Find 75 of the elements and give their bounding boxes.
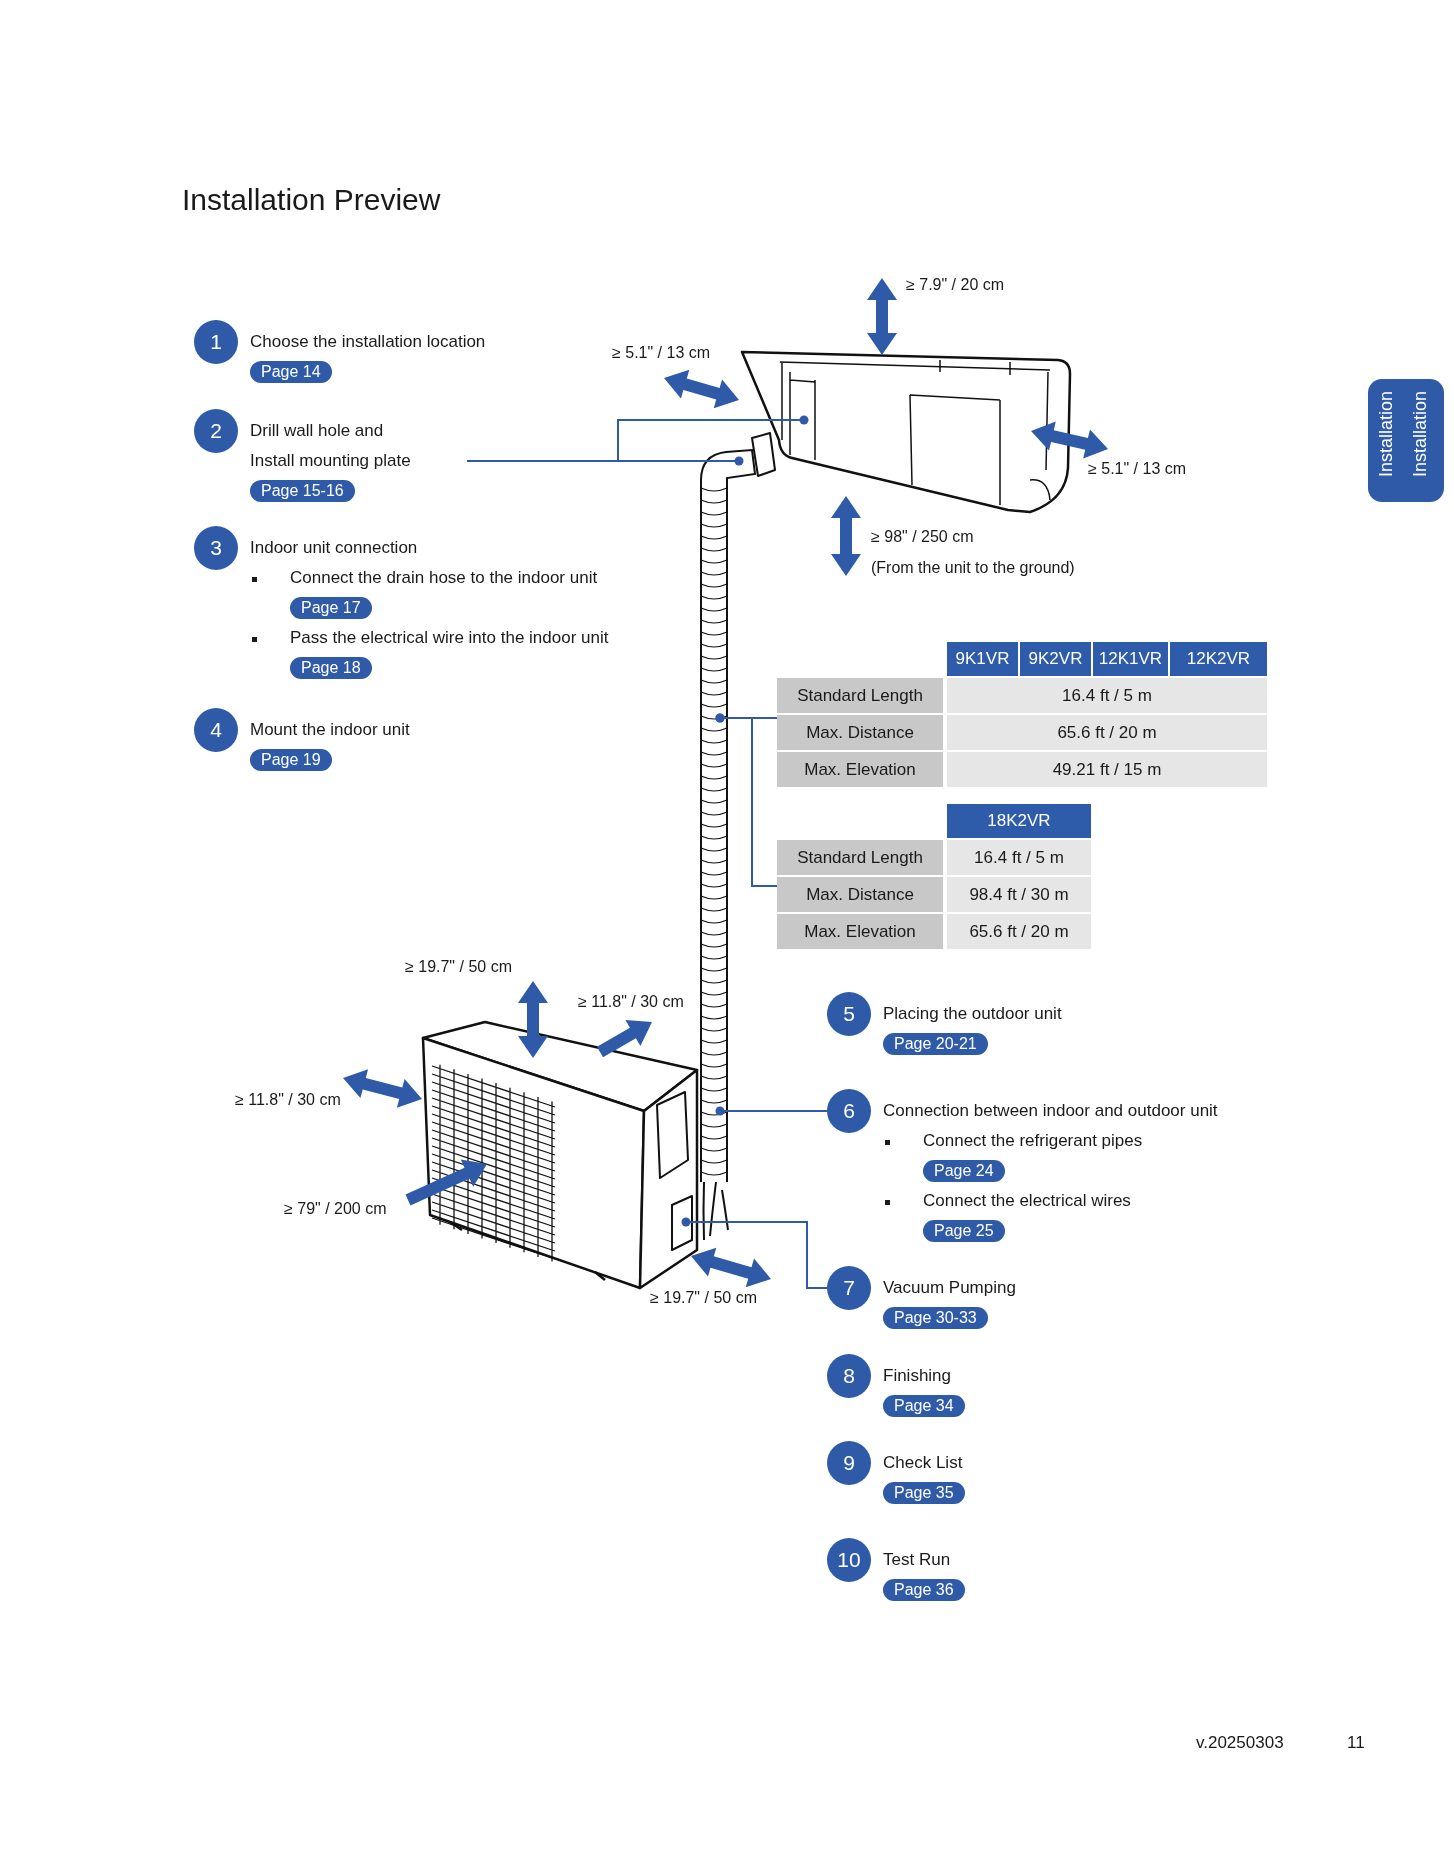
table-row-label: Max. Elevation xyxy=(777,914,943,949)
table-header-cell: 12K2VR xyxy=(1170,642,1267,676)
step-title: Placing the outdoor unit xyxy=(883,1003,1062,1025)
table-row-label: Standard Length xyxy=(777,678,943,713)
leader-line xyxy=(466,415,809,462)
table-value-cell: 49.21 ft / 15 m xyxy=(947,752,1267,787)
step-subtask: Pass the electrical wire into the indoor unit xyxy=(290,627,609,649)
step-title: Drill wall hole and Install mounting plate xyxy=(250,420,412,472)
footer-text: 11 xyxy=(1347,1733,1365,1753)
table-value-cell: 98.4 ft / 30 m xyxy=(947,877,1091,912)
step-number: 1 xyxy=(194,320,238,364)
leader-line xyxy=(715,1106,828,1116)
table-value-cell: 65.6 ft / 20 m xyxy=(947,715,1267,750)
dimension-label: ≥ 11.8" / 30 cm xyxy=(235,1091,341,1109)
dimension-label: ≥ 19.7" / 50 cm xyxy=(405,958,512,976)
table-row-label: Max. Distance xyxy=(777,877,943,912)
dimension-label: ≥ 5.1" / 13 cm xyxy=(612,344,711,362)
indoor-unit-drawing xyxy=(740,350,1072,514)
page-badge: Page 15-16 xyxy=(250,480,355,502)
page-badge: Page 34 xyxy=(883,1395,965,1417)
pipe-drawing xyxy=(700,449,756,1241)
step-title: Mount the indoor unit xyxy=(250,719,410,741)
table-value-cell: 16.4 ft / 5 m xyxy=(947,678,1267,713)
page-title: Installation Preview xyxy=(182,183,441,217)
tab-label: Installation xyxy=(1410,391,1431,478)
table-row-label: Standard Length xyxy=(777,840,943,875)
table-header-cell: 18K2VR xyxy=(947,804,1091,838)
table-row-label: Max. Elevation xyxy=(777,752,943,787)
table-header-cell: 9K2VR xyxy=(1020,642,1091,676)
step-number: 7 xyxy=(827,1266,871,1310)
page-badge: Page 30-33 xyxy=(883,1307,988,1329)
step-subtask: Connect the refrigerant pipes xyxy=(923,1130,1144,1152)
step-title: Check List xyxy=(883,1452,964,1474)
tab-label: Installation xyxy=(1376,391,1397,478)
page-badge: Page 20-21 xyxy=(883,1033,988,1055)
page-badge: Page 17 xyxy=(290,597,372,619)
step-title: Choose the installation location xyxy=(250,331,486,353)
dimension-label: (From the unit to the ground) xyxy=(871,559,1075,577)
dimension-label: ≥ 5.1" / 13 cm xyxy=(1088,460,1187,478)
step-title: Finishing xyxy=(883,1365,953,1387)
page-badge: Page 14 xyxy=(250,361,332,383)
step-title: Indoor unit connection xyxy=(250,537,419,559)
dimension-label: ≥ 11.8" / 30 cm xyxy=(578,993,684,1011)
footer-text: v.20250303 xyxy=(1196,1733,1284,1753)
leader-line xyxy=(715,713,778,887)
step-number: 10 xyxy=(827,1538,871,1582)
step-number: 4 xyxy=(194,708,238,752)
step-title: Connection between indoor and outdoor unit xyxy=(883,1100,1218,1122)
leader-line xyxy=(681,1217,828,1289)
dimension-label: ≥ 7.9" / 20 cm xyxy=(906,276,1005,294)
table-row-label: Max. Distance xyxy=(777,715,943,750)
table-header-cell: 12K1VR xyxy=(1093,642,1168,676)
dimension-label: ≥ 98" / 250 cm xyxy=(871,528,974,546)
step-number: 5 xyxy=(827,992,871,1036)
table-header-cell: 9K1VR xyxy=(947,642,1018,676)
page-badge: Page 19 xyxy=(250,749,332,771)
step-number: 2 xyxy=(194,409,238,453)
step-number: 9 xyxy=(827,1441,871,1485)
step-number: 3 xyxy=(194,526,238,570)
page-badge: Page 18 xyxy=(290,657,372,679)
dimension-label: ≥ 19.7" / 50 cm xyxy=(650,1289,757,1307)
step-subtask: Connect the drain hose to the indoor unit xyxy=(290,567,599,589)
page-badge: Page 35 xyxy=(883,1482,965,1504)
dimension-label: ≥ 79" / 200 cm xyxy=(284,1200,387,1218)
step-title: Test Run xyxy=(883,1549,952,1571)
step-number: 6 xyxy=(827,1089,871,1133)
outdoor-unit-drawing xyxy=(421,1020,699,1290)
page-badge: Page 25 xyxy=(923,1220,1005,1242)
step-subtask: Connect the electrical wires xyxy=(923,1190,1132,1212)
page-badge: Page 24 xyxy=(923,1160,1005,1182)
step-title: Vacuum Pumping xyxy=(883,1277,1016,1299)
page-badge: Page 36 xyxy=(883,1579,965,1601)
step-number: 8 xyxy=(827,1354,871,1398)
table-value-cell: 16.4 ft / 5 m xyxy=(947,840,1091,875)
table-value-cell: 65.6 ft / 20 m xyxy=(947,914,1091,949)
